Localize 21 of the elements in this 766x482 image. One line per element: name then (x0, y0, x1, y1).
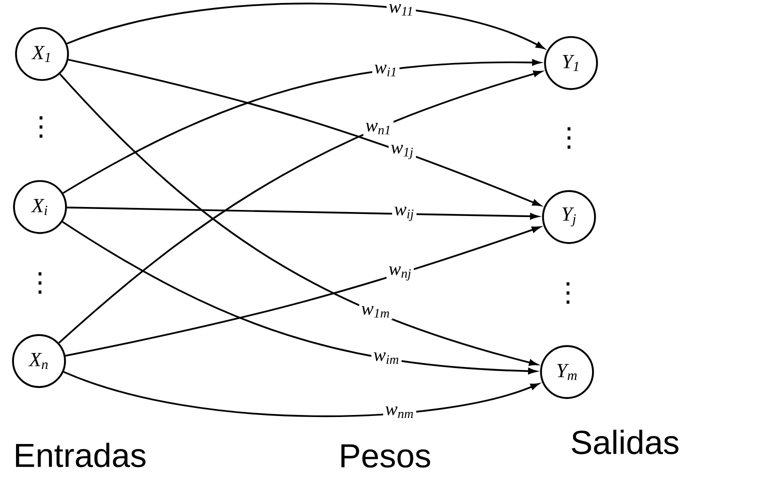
edge-label: w$_{im}$ (371, 350, 402, 366)
arrow (65, 226, 540, 357)
column-heading: Pesos (341, 444, 430, 468)
edge-label: w$_{i1}$ (372, 62, 400, 78)
edge-label: w$_{1m}$ (359, 304, 392, 320)
edge-label: w$_{nm}$ (383, 404, 416, 420)
arrow (62, 221, 537, 374)
edge-label: w$_{ij}$ (392, 204, 416, 223)
edge-label: w$_{n1}$ (363, 120, 394, 136)
column-heading: Salidas (572, 430, 678, 454)
edge-label: w$_{nj}$ (386, 264, 414, 283)
vertical-ellipsis: ⋮ (568, 127, 570, 149)
arrow (66, 2, 544, 49)
arrow (66, 206, 539, 220)
vertical-ellipsis: ⋮ (566, 282, 570, 304)
vertical-ellipsis: ⋮ (38, 272, 42, 294)
column-heading: Entradas (16, 442, 146, 468)
edge-label: w$_{11}$ (386, 2, 416, 18)
arrow (63, 371, 540, 418)
edge-label: w$_{1j}$ (388, 142, 416, 162)
vertical-ellipsis: ⋮ (40, 116, 42, 138)
